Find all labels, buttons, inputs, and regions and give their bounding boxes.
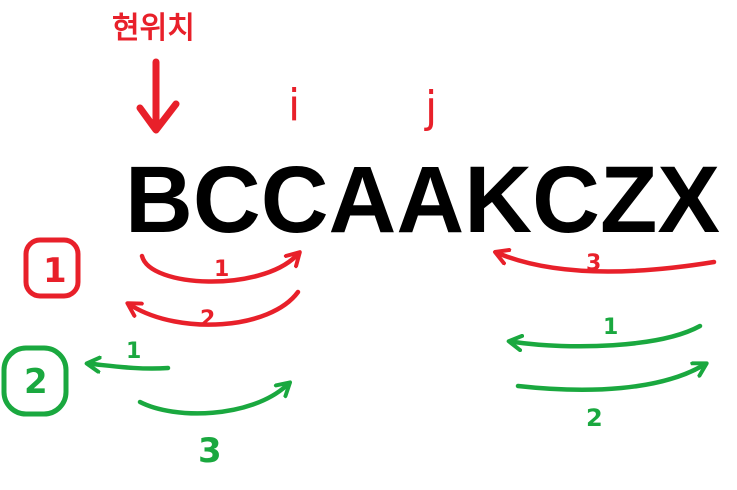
case-one-step-3-label: 3 — [586, 251, 601, 276]
current-position-label: 현위치 — [112, 11, 195, 46]
case-two-left-step-1-label: 1 — [126, 339, 141, 364]
case-two-badge: 2 — [1, 345, 69, 417]
pointer-i-label: i — [288, 80, 300, 131]
current-position-arrow — [136, 58, 180, 134]
case-two-badge-number: 2 — [24, 362, 48, 402]
case-one-step-2-label: 2 — [200, 307, 215, 332]
case-two-right-step-1-label: 1 — [603, 315, 618, 340]
case-one-badge-number: 1 — [43, 251, 67, 291]
case-two-arrow-left-1 — [92, 364, 171, 369]
case-one-step-1-label: 1 — [214, 257, 229, 282]
case-one-arrow-1 — [139, 256, 296, 284]
pointer-j-label: j — [424, 82, 437, 133]
case-two-left-step-3-label: 3 — [198, 431, 222, 471]
case-one-badge: 1 — [23, 237, 81, 299]
main-word: BCCAAKCZX — [125, 147, 720, 253]
case-one-arrow-2 — [132, 289, 301, 327]
case-two-arrow-right-2 — [515, 366, 702, 392]
case-one-arrow-3 — [500, 254, 717, 274]
case-two-arrow-left-3 — [137, 386, 286, 416]
case-two-arrow-right-1 — [514, 323, 703, 346]
case-two-right-step-2-label: 2 — [586, 404, 603, 432]
